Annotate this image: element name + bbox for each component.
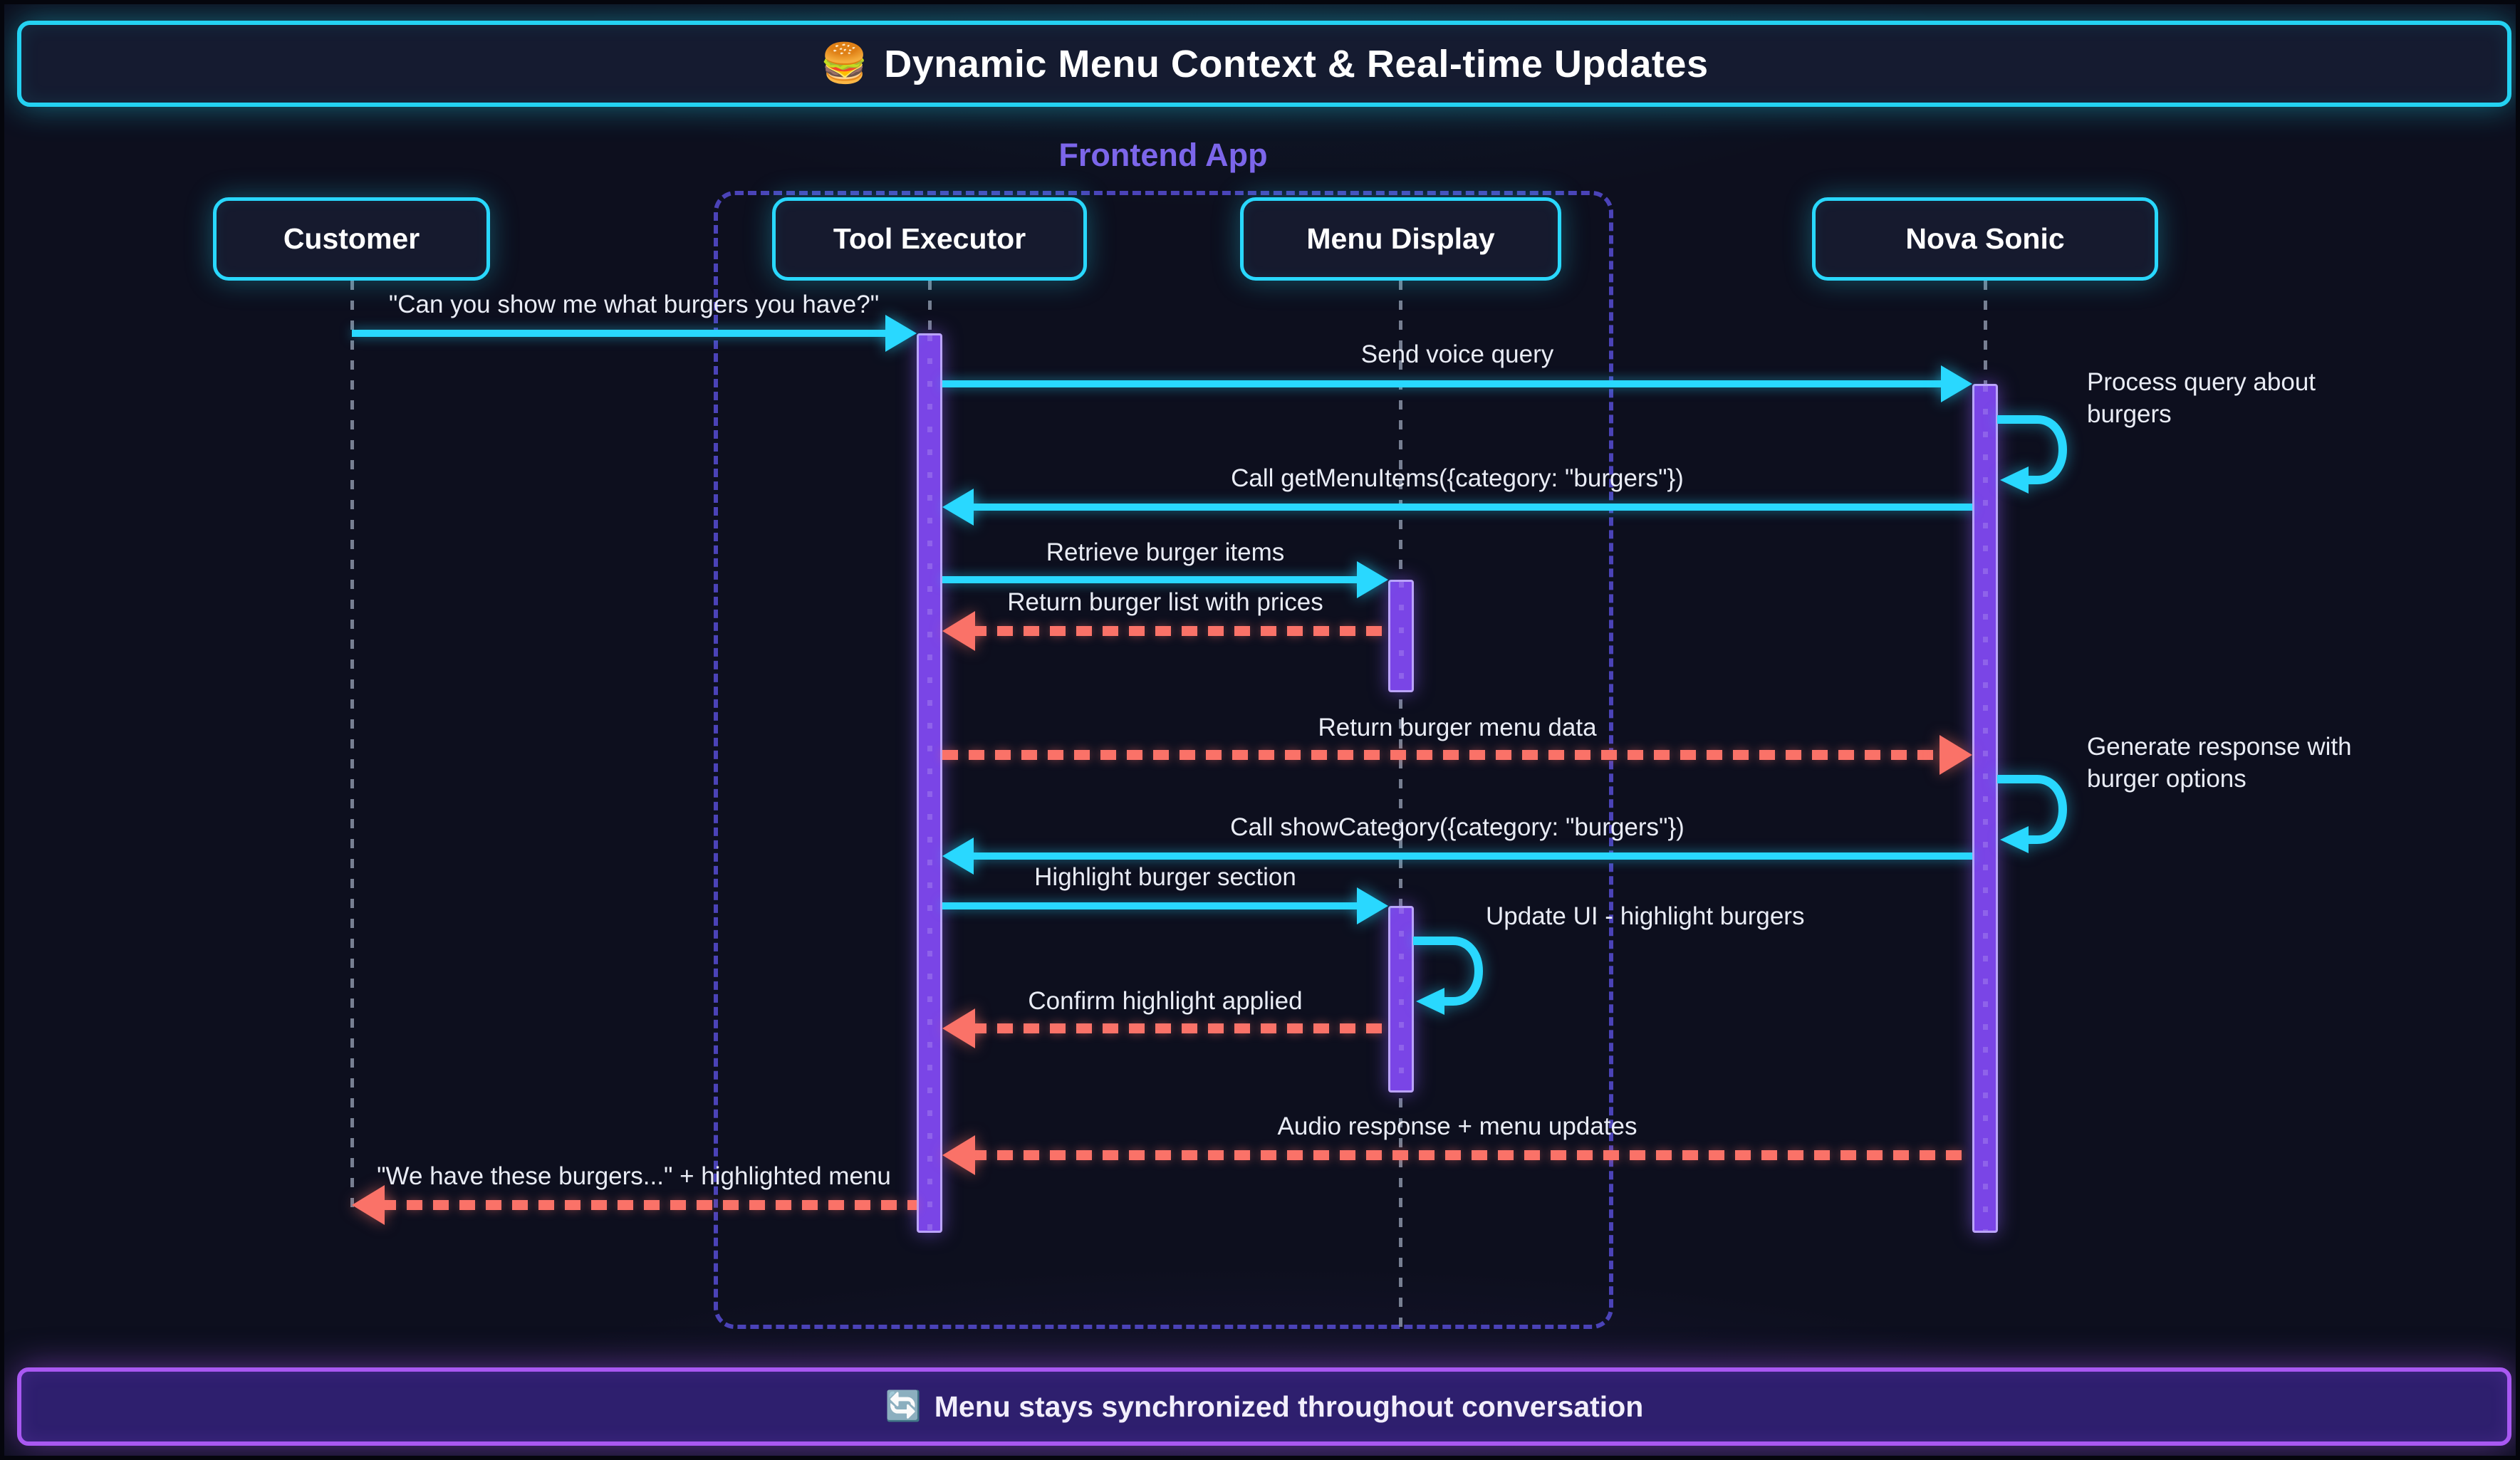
activation-nova-sonic (1972, 384, 1998, 1233)
lifeline-customer (350, 281, 354, 1215)
message-audio-response-line (971, 1150, 1972, 1160)
arrowhead-left-icon (352, 1185, 385, 1225)
message-return-menu-data-label: Return burger menu data (1318, 714, 1597, 741)
self-loop-icon (1997, 775, 2067, 853)
note-generate-response: Generate response with burger options (2087, 733, 2352, 793)
message-show-category-label: Call showCategory({category: "burgers"}) (1230, 813, 1685, 841)
lifeline-menu-display (1399, 281, 1402, 1329)
arrowhead-right-icon (1941, 365, 1972, 402)
self-loop-icon (1997, 415, 2067, 494)
frontend-app-boundary (714, 191, 1613, 1329)
message-return-burger-list-line (971, 626, 1388, 636)
message-voice-question-line (352, 330, 891, 337)
burger-icon: 🍔 (820, 42, 869, 85)
message-return-burger-list-label: Return burger list with prices (1007, 588, 1323, 616)
diagram-title-banner: 🍔 Dynamic Menu Context & Real-time Updat… (17, 21, 2511, 107)
actor-nova-sonic-label: Nova Sonic (1905, 222, 2065, 255)
lifeline-nova-sonic (1984, 281, 1987, 384)
message-get-menu-items-line (968, 504, 1972, 511)
refresh-icon: 🔄 (885, 1389, 922, 1422)
actor-menu-display: Menu Display (1240, 197, 1561, 281)
note-update-ui: Update UI - highlight burgers (1486, 902, 1805, 930)
actor-tool-executor: Tool Executor (772, 197, 1087, 281)
arrowhead-left-icon (942, 1135, 975, 1175)
footer-note-banner: 🔄 Menu stays synchronized throughout con… (17, 1367, 2511, 1446)
message-get-menu-items-label: Call getMenuItems({category: "burgers"}) (1231, 464, 1684, 492)
arrowhead-right-icon (1357, 561, 1388, 598)
arrowhead-left-icon (942, 611, 975, 651)
message-send-voice-query-line (942, 380, 1947, 387)
frontend-app-label: Frontend App (1058, 137, 1268, 173)
note-process-query: Process query about burgers (2087, 368, 2316, 428)
activation-menu-display-1 (1388, 580, 1414, 692)
activation-tool-executor (917, 333, 942, 1233)
arrowhead-right-icon (1940, 735, 1972, 775)
message-highlight-burger-section-line (942, 902, 1363, 909)
actor-menu-display-label: Menu Display (1306, 222, 1495, 255)
message-retrieve-burger-items-line (942, 576, 1363, 583)
message-highlight-burger-section-label: Highlight burger section (1034, 863, 1296, 891)
arrowhead-right-icon (885, 315, 917, 352)
arrowhead-left-icon (942, 489, 974, 526)
message-final-answer-label: "We have these burgers..." + highlighted… (377, 1162, 891, 1190)
footer-note-text: Menu stays synchronized throughout conve… (934, 1389, 1644, 1423)
arrowhead-right-icon (1357, 887, 1388, 924)
activation-menu-display-2 (1388, 906, 1414, 1093)
diagram-title: Dynamic Menu Context & Real-time Updates (884, 42, 1709, 85)
lifeline-tool-executor (928, 281, 932, 333)
actor-customer-label: Customer (283, 222, 420, 255)
self-loop-icon (1413, 937, 1483, 1015)
message-confirm-highlight-line (971, 1023, 1388, 1033)
actor-tool-executor-label: Tool Executor (833, 222, 1026, 255)
message-return-menu-data-line (942, 750, 1940, 760)
message-retrieve-burger-items-label: Retrieve burger items (1046, 538, 1285, 566)
message-audio-response-label: Audio response + menu updates (1277, 1112, 1638, 1140)
actor-customer: Customer (213, 197, 490, 281)
actor-nova-sonic: Nova Sonic (1812, 197, 2158, 281)
arrowhead-left-icon (942, 838, 974, 875)
message-send-voice-query-label: Send voice query (1360, 340, 1554, 368)
message-final-answer-line (380, 1200, 917, 1210)
message-confirm-highlight-label: Confirm highlight applied (1028, 987, 1303, 1015)
arrowhead-left-icon (942, 1008, 975, 1048)
message-show-category-line (968, 852, 1972, 860)
message-voice-question-label: "Can you show me what burgers you have?" (388, 291, 880, 318)
